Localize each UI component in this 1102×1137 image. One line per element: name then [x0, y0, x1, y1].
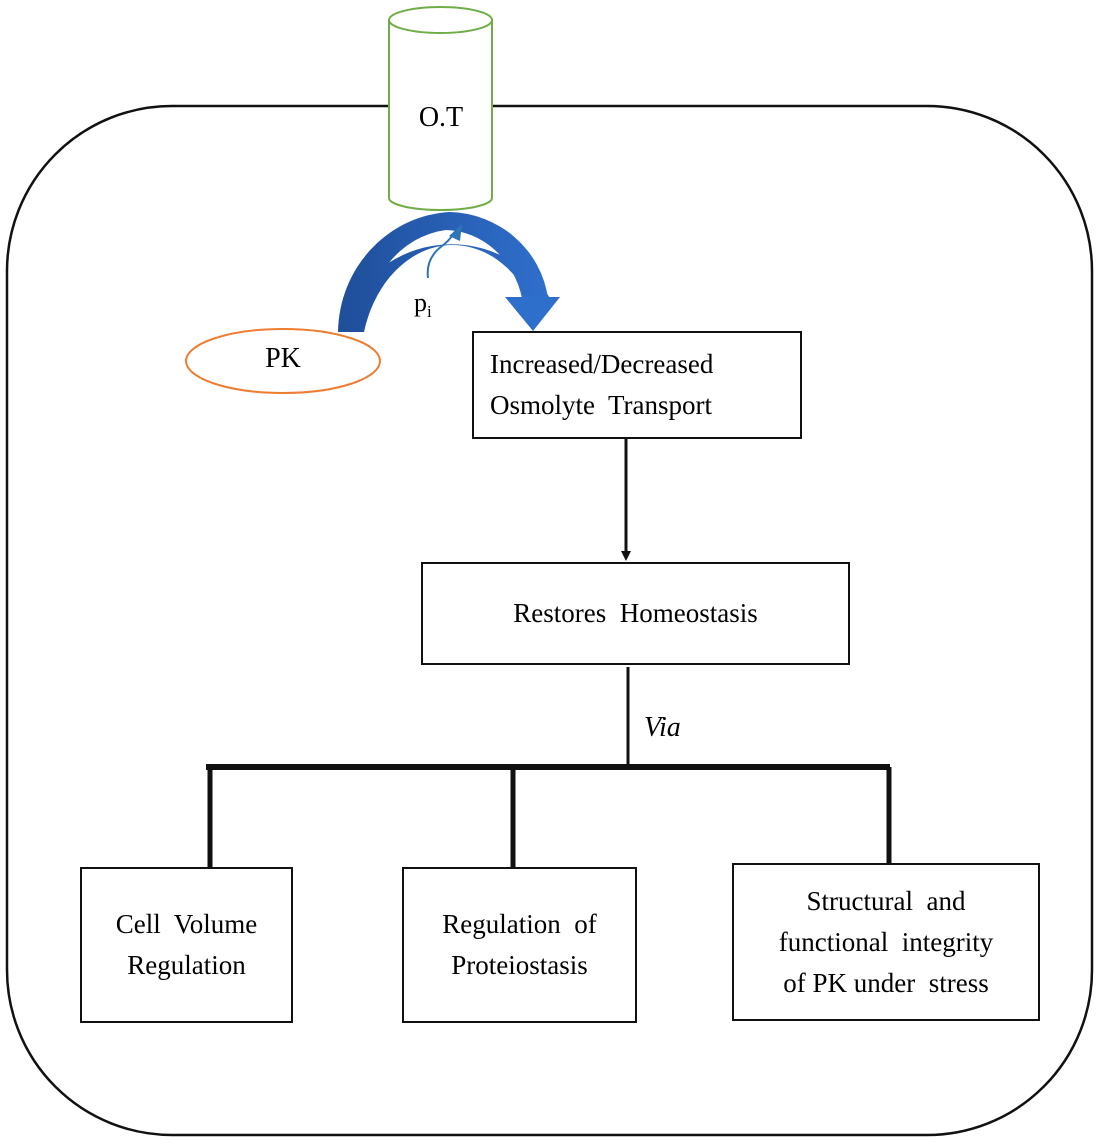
cylinder-body — [388, 20, 493, 211]
outcome-1-line-2: Regulation — [127, 950, 246, 980]
outcome-box-cell-volume: Cell Volume Regulation — [80, 867, 293, 1023]
protein-kinase-ellipse — [185, 328, 381, 394]
cell-outline — [5, 104, 1094, 1137]
cylinder-top — [388, 6, 493, 34]
outcome-1-line-1: Cell Volume — [115, 909, 258, 939]
transport-line-2: Osmolyte Transport — [490, 390, 713, 420]
outcome-2-line-2: Proteiostasis — [451, 950, 588, 980]
osmolyte-transporter-channel — [388, 6, 493, 211]
protein-kinase-label: PK — [265, 343, 301, 374]
outcome-2-line-1: Regulation of — [442, 909, 597, 939]
transport-line-1: Increased/Decreased — [490, 349, 714, 379]
outcome-box-proteiostasis: Regulation of Proteiostasis — [402, 867, 637, 1023]
phosphate-label-subscript: i — [427, 302, 432, 322]
outcome-3-line-3: of PK under stress — [783, 967, 989, 998]
outcome-3-line-1: Structural and — [806, 885, 966, 916]
outcome-3-line-2: functional integrity — [778, 926, 994, 957]
phosphate-label: pi — [414, 288, 432, 322]
phosphate-label-base: p — [414, 288, 427, 317]
osmolyte-transport-box: Increased/Decreased Osmolyte Transport — [472, 331, 802, 439]
via-label: Via — [644, 712, 681, 743]
restores-homeostasis-box: Restores Homeostasis — [421, 562, 850, 665]
curved-arrow-head — [505, 297, 560, 331]
phosphate-arrow — [426, 224, 462, 279]
osmolyte-transporter-label: O.T — [418, 102, 464, 133]
phosphate-arrow-head — [449, 224, 462, 241]
phosphorylation-curved-arrow — [338, 212, 560, 332]
outcome-bracket — [206, 764, 892, 868]
homeostasis-label: Restores Homeostasis — [513, 598, 758, 628]
outcome-box-structural-integrity: Structural and functional integrity of P… — [732, 863, 1040, 1021]
